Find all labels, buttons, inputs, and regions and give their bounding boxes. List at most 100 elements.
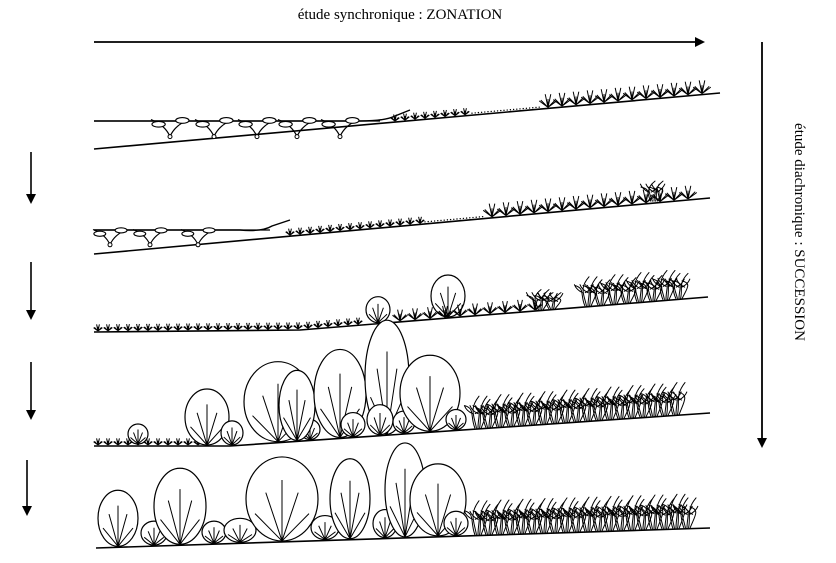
shrub xyxy=(128,424,148,444)
grass-tuft xyxy=(174,438,183,445)
grass-tuft xyxy=(679,186,697,199)
grass-tuft xyxy=(184,438,193,445)
floating-leaf xyxy=(303,118,316,124)
grass-tuft xyxy=(326,225,335,232)
fringe-dot xyxy=(507,109,508,110)
grass-tuft xyxy=(164,324,173,331)
grass-tuft xyxy=(284,323,293,330)
grass-tuft xyxy=(114,438,123,445)
grass-tuft xyxy=(693,80,711,93)
fringe-dot xyxy=(475,112,476,113)
grass-tuft xyxy=(134,324,143,331)
fringe-dot xyxy=(434,220,435,221)
grass-tuft xyxy=(401,114,410,121)
fringe-dot xyxy=(463,218,464,219)
grass-tuft xyxy=(304,322,313,329)
floating-leaf xyxy=(176,118,189,124)
grass-tuft xyxy=(336,224,345,231)
floating-leaf xyxy=(263,118,276,124)
plant-root xyxy=(212,135,216,139)
grass-tuft xyxy=(421,112,430,119)
floating-leaf xyxy=(196,121,209,127)
fringe-dot xyxy=(478,112,479,113)
grass-tuft xyxy=(441,110,450,117)
floating-leaf xyxy=(346,118,359,124)
heath-stems xyxy=(464,501,488,535)
floating-leaf xyxy=(94,231,106,236)
floating-leaf xyxy=(322,121,335,127)
grass-tuft xyxy=(286,229,295,236)
plant-root xyxy=(168,135,172,139)
grass-tuft xyxy=(104,438,113,445)
plant-root xyxy=(196,243,200,247)
fringe-dot xyxy=(500,110,501,111)
tall-sedge-row xyxy=(393,299,543,321)
grass-tuft xyxy=(154,324,163,331)
heath-stems xyxy=(574,277,598,306)
grass-tuft xyxy=(316,226,325,233)
shrub xyxy=(98,490,138,546)
fringe-dot xyxy=(437,220,438,221)
fringe-dot xyxy=(428,221,429,222)
fringe-dot xyxy=(460,218,461,219)
grass-tuft xyxy=(244,323,253,330)
shrub xyxy=(279,370,315,440)
fringe-dot xyxy=(529,107,530,108)
shrub xyxy=(246,457,318,541)
grass-tuft xyxy=(498,301,513,312)
grass-tuft xyxy=(274,323,283,330)
grass-tuft xyxy=(354,318,363,325)
fringe-dot xyxy=(526,108,527,109)
shrub xyxy=(366,297,390,323)
stage-3-first-shrubs xyxy=(94,270,708,332)
grass-tuft xyxy=(406,218,415,225)
fringe-dot xyxy=(444,219,445,220)
floating-leaf xyxy=(134,231,146,236)
grass-tuft xyxy=(224,323,233,330)
grass-tuft xyxy=(376,220,385,227)
short-sedge-row xyxy=(94,438,203,445)
grass-tuft xyxy=(483,302,498,313)
grass-tuft xyxy=(416,217,425,224)
grass-tuft xyxy=(94,324,103,331)
grass-tuft xyxy=(214,323,223,330)
fringe-dot xyxy=(440,220,441,221)
grass-tuft xyxy=(344,319,353,326)
grass-tuft xyxy=(204,323,213,330)
fringe-dot xyxy=(535,107,536,108)
grass-tuft xyxy=(393,310,408,321)
stage-2-sedge-spread xyxy=(93,181,710,254)
shrub xyxy=(367,405,393,435)
grass-tuft xyxy=(461,108,470,115)
grass-tuft xyxy=(174,324,183,331)
fringe-dot xyxy=(513,109,514,110)
fringe-dot xyxy=(447,219,448,220)
floating-leaf xyxy=(115,228,127,233)
fringe-dot xyxy=(466,217,467,218)
heath-row xyxy=(464,494,697,534)
shrub xyxy=(444,511,468,535)
plant-root xyxy=(255,135,259,139)
grass-tuft xyxy=(396,219,405,226)
stage-5-closed-shrubland xyxy=(96,443,710,548)
tall-sedge-row xyxy=(539,80,711,107)
plant-root xyxy=(108,243,112,247)
heath-clump xyxy=(574,277,598,306)
plant-root xyxy=(338,135,342,139)
fringe-dot xyxy=(491,111,492,112)
grass-tuft xyxy=(296,228,305,235)
grass-tuft xyxy=(164,438,173,445)
shrub xyxy=(446,409,466,429)
grass-tuft xyxy=(513,300,528,311)
stage-4-shrub-thicket xyxy=(94,320,710,446)
shrub xyxy=(202,521,226,543)
fringe-dot xyxy=(487,111,488,112)
fringe-dot xyxy=(431,221,432,222)
grass-tuft xyxy=(346,223,355,230)
ground-line xyxy=(94,198,710,254)
fringe-dot xyxy=(482,216,483,217)
fringe-dot xyxy=(497,110,498,111)
grass-tuft xyxy=(104,324,113,331)
grass-tuft xyxy=(264,323,273,330)
fringe-dot xyxy=(476,217,477,218)
